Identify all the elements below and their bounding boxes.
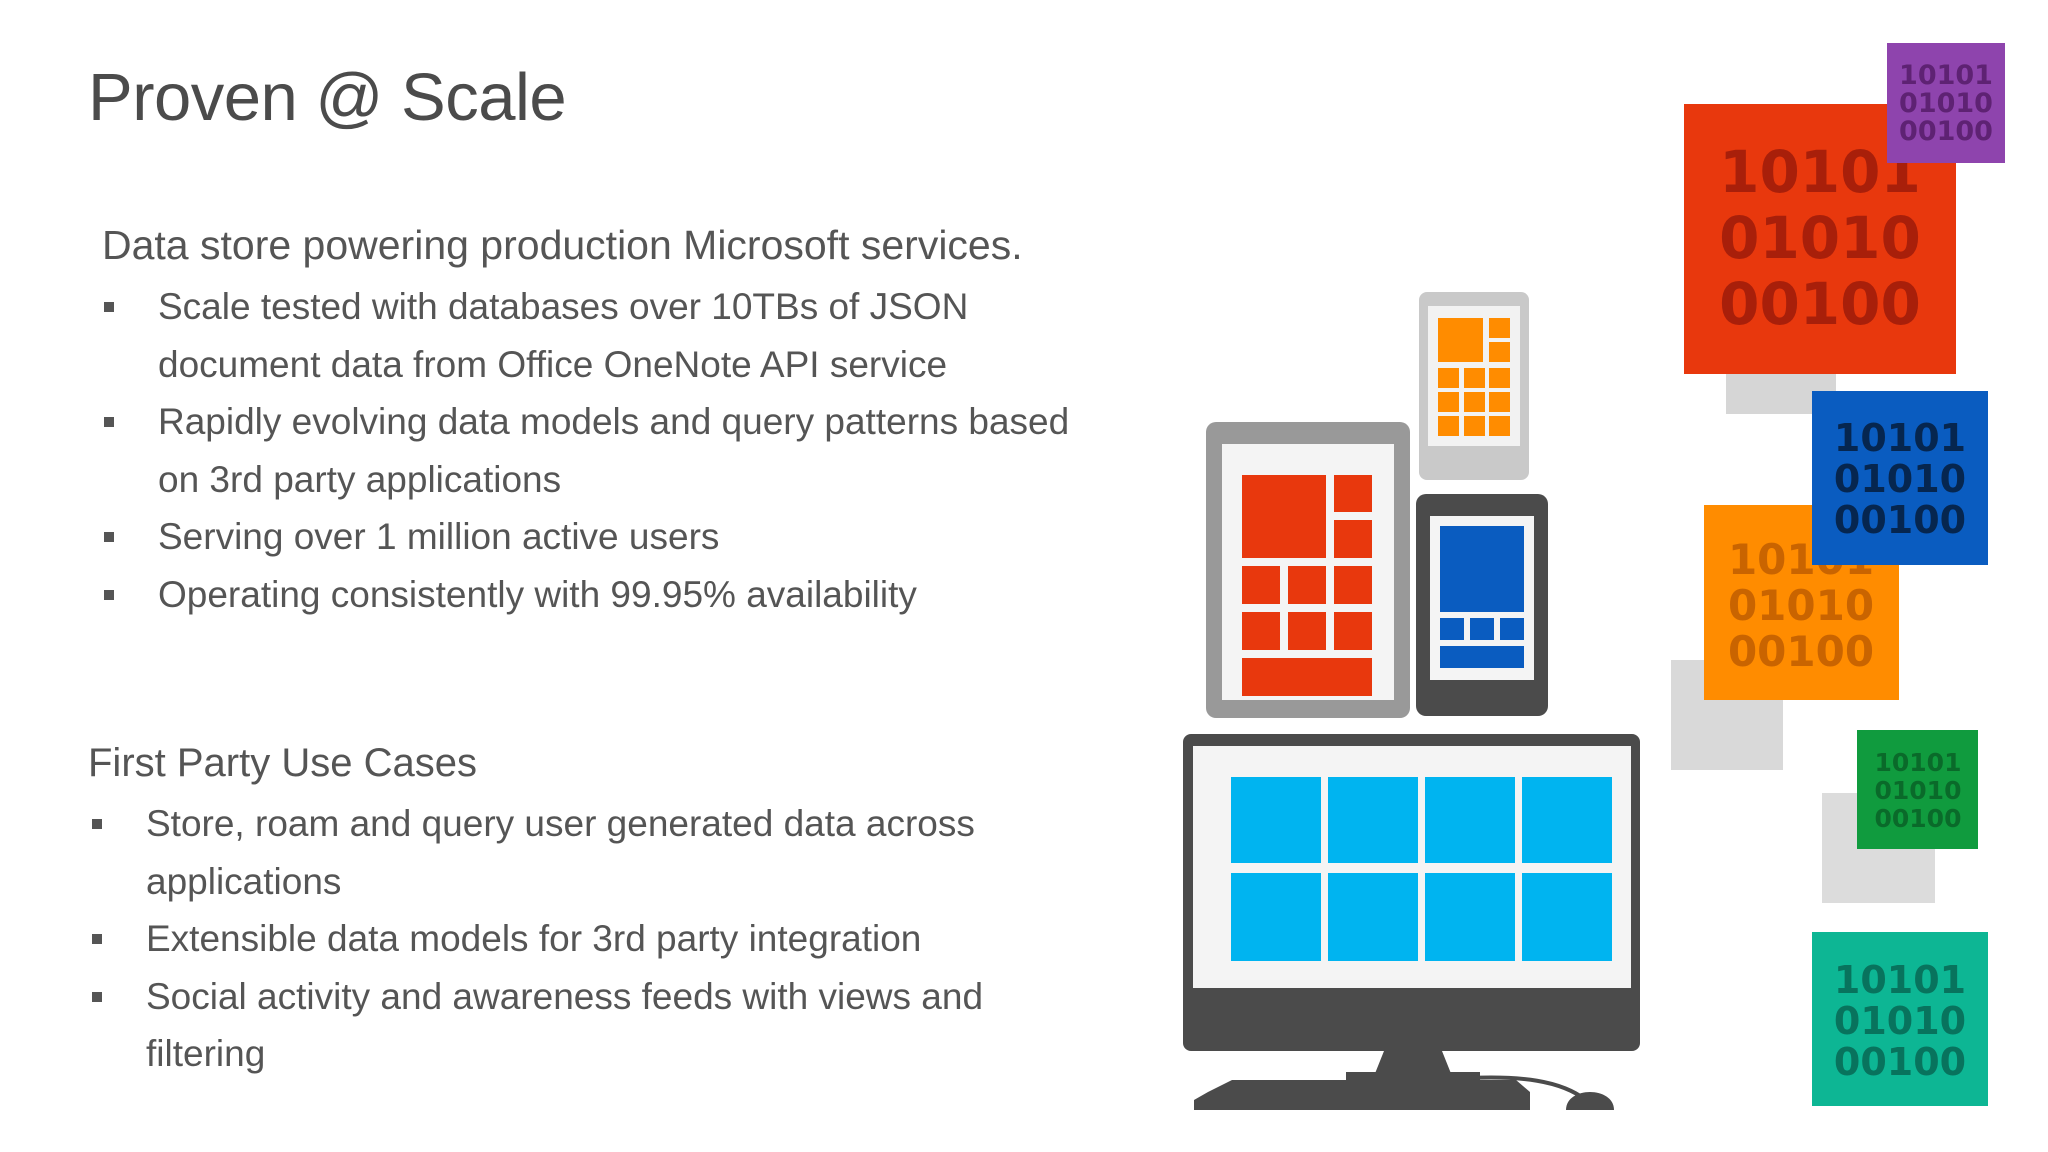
binary-line: 01010	[1834, 999, 1966, 1043]
bullet-square-icon	[104, 532, 114, 542]
bullet-text: Scale tested with databases over 10TBs o…	[158, 286, 969, 385]
bullet-square-icon	[104, 589, 114, 600]
bullet-square-icon	[104, 302, 114, 312]
binary-line: 00100	[1719, 270, 1921, 338]
binary-line: 10101	[1834, 958, 1966, 1002]
bullet-square-icon	[92, 819, 102, 829]
bullet-text: Rapidly evolving data models and query p…	[158, 401, 1070, 500]
phone-gray-icon	[1419, 292, 1529, 480]
bullet-text: Operating consistently with 99.95% avail…	[158, 573, 917, 615]
first-party-bullet-list: Store, roam and query user generated dat…	[88, 795, 1088, 1083]
section-heading-first-party: First Party Use Cases	[88, 741, 477, 785]
list-item: Serving over 1 million active users	[100, 508, 1120, 566]
list-item: Operating consistently with 99.95% avail…	[100, 566, 1120, 624]
binary-tile-teal: 10101 01010 00100	[1812, 932, 1988, 1106]
binary-line: 00100	[1899, 116, 1993, 147]
bullet-text: Store, roam and query user generated dat…	[146, 803, 975, 902]
binary-tile-green: 10101 01010 00100	[1857, 730, 1978, 849]
list-item: Social activity and awareness feeds with…	[88, 968, 1088, 1083]
binary-line: 00100	[1875, 804, 1962, 833]
list-item: Store, roam and query user generated dat…	[88, 795, 1088, 910]
section-heading-production: Data store powering production Microsoft…	[102, 222, 1023, 268]
binary-tile-orange: 10101 01010 00100	[1704, 505, 1899, 700]
binary-line: 00100	[1834, 498, 1966, 542]
list-item: Rapidly evolving data models and query p…	[100, 393, 1120, 508]
binary-line: 01010	[1834, 457, 1966, 501]
phone-dark-icon	[1416, 494, 1548, 716]
binary-tile-blue: 10101 01010 00100	[1812, 391, 1988, 565]
production-bullet-list: Scale tested with databases over 10TBs o…	[100, 278, 1120, 623]
tablet-icon	[1206, 422, 1410, 718]
binary-line: 01010	[1728, 581, 1874, 630]
binary-line: 01010	[1899, 88, 1993, 119]
keyboard-icon	[1194, 1080, 1530, 1110]
bullet-square-icon	[92, 991, 102, 1002]
binary-line: 10101	[1875, 748, 1962, 777]
binary-line: 01010	[1875, 776, 1962, 805]
binary-line: 00100	[1834, 1040, 1966, 1084]
list-item: Extensible data models for 3rd party int…	[88, 910, 1088, 968]
bullet-text: Extensible data models for 3rd party int…	[146, 918, 922, 959]
mouse-cable	[1469, 1075, 1588, 1102]
mouse-icon	[1566, 1092, 1614, 1110]
binary-line: 00100	[1728, 627, 1874, 676]
bullet-text: Social activity and awareness feeds with…	[146, 975, 984, 1075]
bullet-square-icon	[92, 934, 102, 944]
binary-tile-purple: 10101 01010 00100	[1887, 43, 2005, 163]
binary-line: 10101	[1899, 60, 1993, 91]
slide-title: Proven @ Scale	[88, 60, 567, 135]
binary-line: 01010	[1719, 204, 1921, 272]
binary-line: 10101	[1834, 416, 1966, 460]
list-item: Scale tested with databases over 10TBs o…	[100, 278, 1120, 393]
bullet-text: Serving over 1 million active users	[158, 516, 720, 557]
desktop-monitor-icon	[1183, 734, 1640, 1080]
bullet-square-icon	[104, 417, 114, 427]
